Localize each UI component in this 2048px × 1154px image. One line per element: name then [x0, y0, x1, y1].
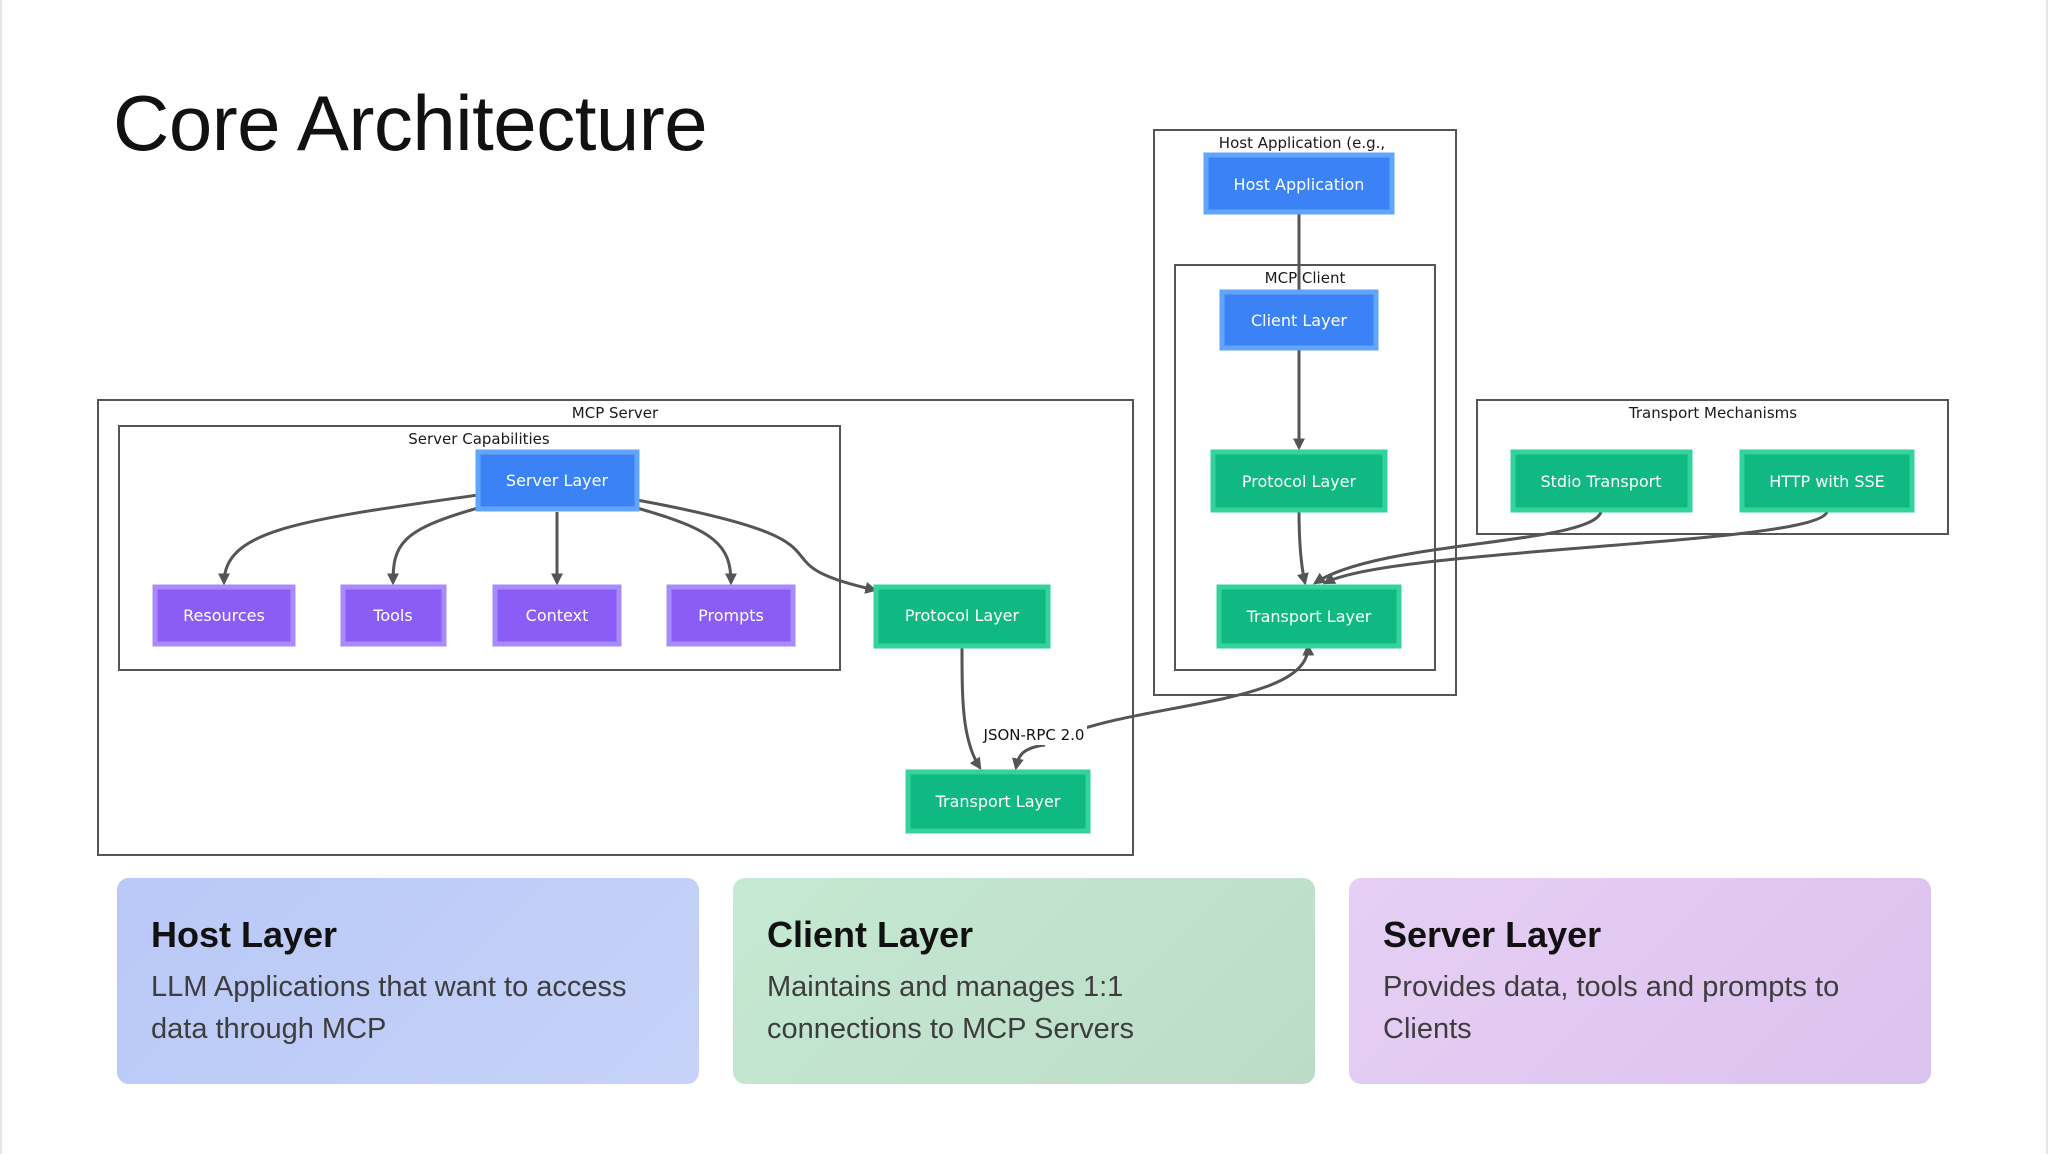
card-description: Maintains and manages 1:1 connections to…	[767, 971, 1134, 1045]
card-title: Host Layer	[151, 914, 338, 955]
node-client-protocol-layer: Protocol Layer	[1210, 449, 1388, 513]
edge-server-to-prompts	[636, 506, 737, 586]
host-layer-card: Host Layer LLM Applications that want to…	[117, 878, 699, 1084]
group-transport-mechanisms: Transport Mechanisms	[1476, 399, 1949, 535]
group-label-server-capabilities: Server Capabilities	[408, 430, 550, 448]
svg-text:Transport Layer: Transport Layer	[935, 792, 1061, 811]
group-label-transport-mechanisms: Transport Mechanisms	[1628, 404, 1797, 422]
edge-protocol-to-transport-server	[960, 645, 982, 771]
server-layer-card: Server Layer Provides data, tools and pr…	[1349, 878, 1931, 1084]
group-host-application: Host Application (e.g.,	[1153, 129, 1457, 696]
diagram-edges	[218, 212, 1829, 771]
node-host-application: Host Application	[1203, 152, 1395, 215]
edge-label-jsonrpc: JSON-RPC 2.0	[981, 723, 1087, 745]
svg-text:JSON-RPC 2.0: JSON-RPC 2.0	[983, 726, 1085, 744]
node-resources: Resources	[152, 584, 296, 647]
card-title: Client Layer	[767, 914, 974, 955]
slide-edge	[0, 0, 2, 1154]
node-prompts: Prompts	[666, 584, 796, 647]
node-http-sse: HTTP with SSE	[1739, 449, 1915, 513]
edge-server-to-resources	[218, 493, 479, 586]
node-server-transport-layer: Transport Layer	[905, 769, 1091, 834]
node-client-transport-layer: Transport Layer	[1216, 584, 1402, 649]
edge-stdio-to-transport	[1312, 511, 1603, 585]
page-title: Core Architecture	[113, 79, 708, 167]
svg-text:Context: Context	[526, 606, 589, 625]
edge-server-to-protocol	[636, 498, 878, 594]
edge-server-to-tools	[387, 506, 479, 586]
svg-text:Stdio Transport: Stdio Transport	[1541, 472, 1662, 491]
svg-text:Protocol Layer: Protocol Layer	[1242, 472, 1357, 491]
svg-text:Tools: Tools	[372, 606, 412, 625]
node-server-layer: Server Layer	[475, 449, 640, 512]
svg-text:Host Application: Host Application	[1234, 175, 1365, 194]
svg-text:Client Layer: Client Layer	[1251, 311, 1347, 330]
group-label-host-application: Host Application (e.g.,	[1219, 134, 1385, 152]
group-label-mcp-server: MCP Server	[572, 404, 659, 422]
svg-text:HTTP with SSE: HTTP with SSE	[1769, 472, 1884, 491]
svg-text:Resources: Resources	[183, 606, 265, 625]
client-layer-card: Client Layer Maintains and manages 1:1 c…	[733, 878, 1315, 1084]
edge-protocol-to-transport	[1296, 509, 1309, 586]
node-tools: Tools	[340, 584, 447, 647]
group-server-capabilities: Server Capabilities	[118, 425, 841, 671]
card-title: Server Layer	[1383, 914, 1602, 955]
group-mcp-client: MCP Client	[1174, 264, 1436, 671]
group-label-mcp-client: MCP Client	[1265, 269, 1346, 287]
node-server-protocol-layer: Protocol Layer	[873, 584, 1051, 649]
card-description: LLM Applications that want to access dat…	[151, 971, 627, 1045]
svg-text:Prompts: Prompts	[698, 606, 764, 625]
node-stdio-transport: Stdio Transport	[1510, 449, 1693, 513]
edge-jsonrpc-to-transport	[1011, 743, 1046, 771]
edge-jsonrpc-link	[1059, 643, 1315, 739]
node-context: Context	[492, 584, 622, 647]
slide-edge	[2046, 0, 2048, 1154]
group-mcp-server: MCP Server	[97, 399, 1134, 856]
svg-text:Server Layer: Server Layer	[506, 471, 609, 490]
edge-http-to-transport	[1322, 511, 1829, 585]
svg-text:Protocol Layer: Protocol Layer	[905, 606, 1020, 625]
svg-text:Transport Layer: Transport Layer	[1246, 607, 1372, 626]
card-description: Provides data, tools and prompts to Clie…	[1383, 971, 1840, 1045]
node-client-layer: Client Layer	[1219, 289, 1379, 351]
